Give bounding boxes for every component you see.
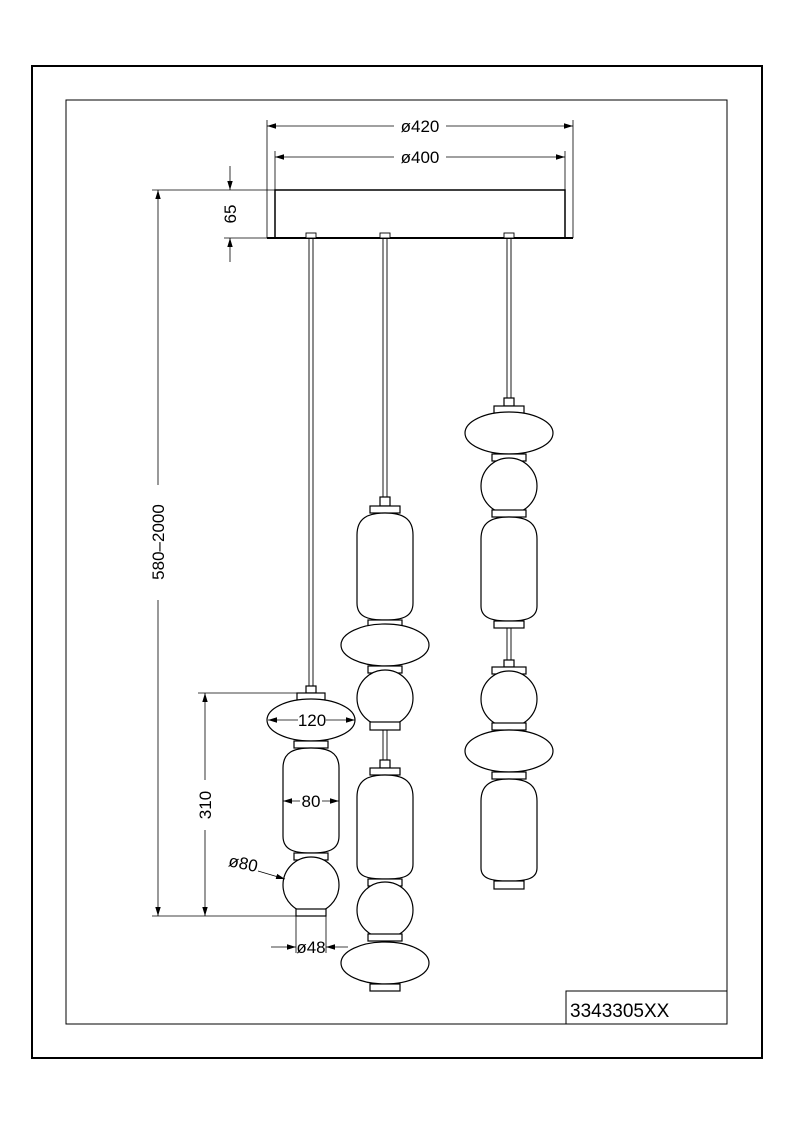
pendant-middle [340,496,430,992]
shade-width-80-dimension: 80 [283,792,339,811]
inner-frame [65,99,728,1025]
suspension-cords [305,232,515,760]
canopy-inner-label: ø400 [401,148,440,167]
pendant-left [266,685,356,917]
shade-width-large-label: 120 [298,711,326,730]
outer-frame [31,65,763,1059]
total-height-label: 580–2000 [149,504,168,580]
canopy-height-dimension: 65 [221,166,275,262]
ceiling-canopy [267,189,573,239]
cap-diameter-dimension: ø48 [271,916,348,957]
pendant-height-dimension: 310 [196,692,303,916]
shade-width-120-dimension: 120 [268,711,355,730]
cap-diameter-label: ø48 [296,938,325,957]
canopy-inner-dimension: ø400 [274,148,566,190]
shade-diameter-dimension: ø80 [227,851,286,880]
part-number: 3343305XX [570,1001,670,1022]
canopy-outer-dimension: ø420 [266,117,574,238]
shade-width-medium-label: 80 [302,792,321,811]
total-height-dimension: 580–2000 [149,189,296,917]
title-block: 3343305XX [565,990,728,1025]
canopy-outer-label: ø420 [401,117,440,136]
pendant-height-label: 310 [196,791,215,819]
pendant-right [464,397,554,890]
shade-diameter-label: ø80 [227,851,260,876]
canopy-height-label: 65 [221,205,240,224]
